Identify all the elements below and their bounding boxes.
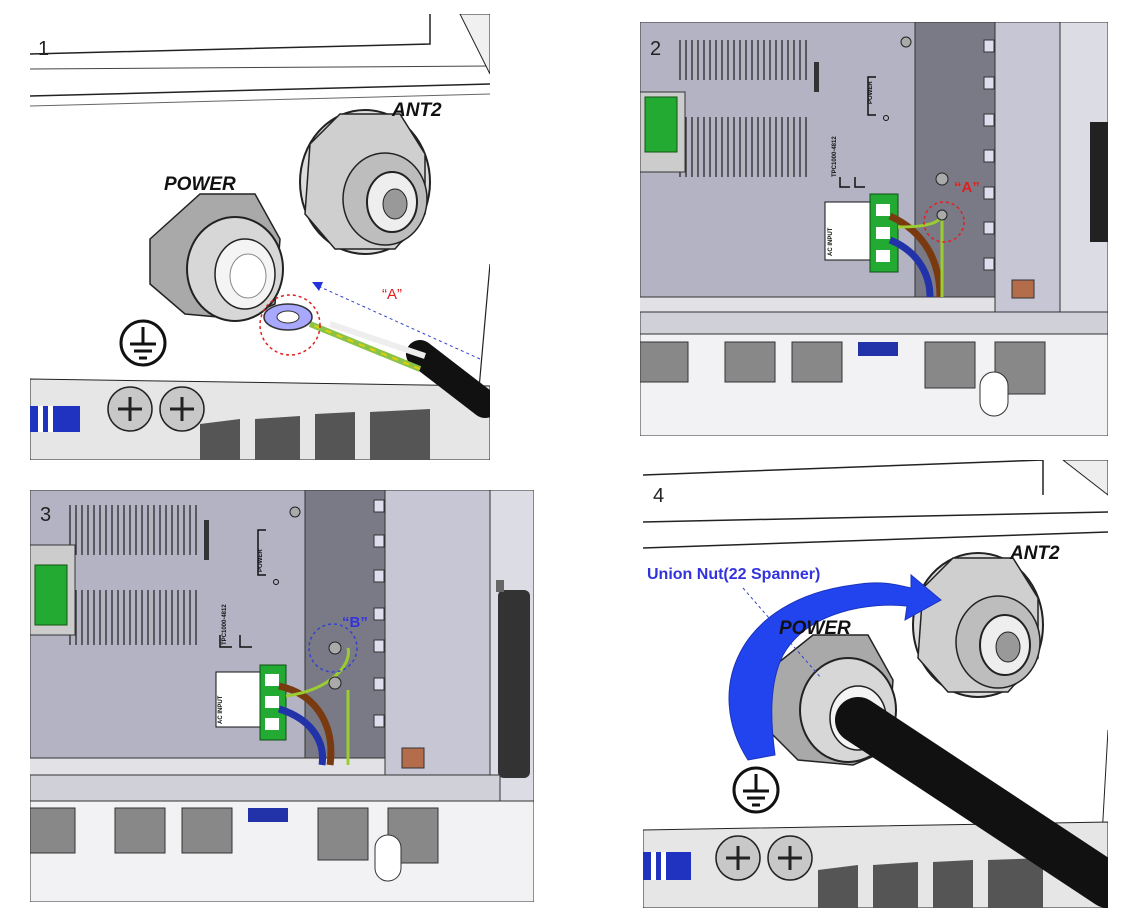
- step-1-panel: 1 ANT2 POWER “A”: [30, 14, 490, 460]
- curved-arrow-icon: [728, 573, 942, 761]
- step-1-illustration: [30, 14, 490, 460]
- step-number: 3: [40, 504, 52, 526]
- union-nut-label: Union Nut(22 Spanner): [647, 566, 821, 583]
- ac-input-text: AC INPUT: [218, 695, 224, 724]
- step-number: 1: [38, 38, 50, 60]
- cable-gland-icon: [149, 193, 284, 322]
- power-sticker-text: POWER: [868, 81, 874, 104]
- callout-b: “B”: [342, 614, 368, 631]
- ac-input-text: AC INPUT: [828, 227, 834, 256]
- model-text: TPC1000-4812: [222, 604, 228, 645]
- model-text: TPC1000-4812: [832, 136, 838, 177]
- ground-symbol-icon: [119, 319, 167, 367]
- step-2-illustration: [640, 22, 1108, 436]
- step-3-illustration: [30, 490, 534, 902]
- step-number: 4: [653, 485, 665, 507]
- ring-terminal-icon: [263, 303, 313, 331]
- ground-symbol-icon: [732, 766, 780, 814]
- antenna-connector-icon: [912, 552, 1044, 698]
- power-label: POWER: [779, 618, 851, 639]
- power-sticker-text: POWER: [258, 549, 264, 572]
- callout-a: “A”: [954, 179, 980, 196]
- antenna-connector-icon: [299, 109, 431, 255]
- ant2-label: ANT2: [1010, 543, 1060, 564]
- step-4-panel: 4 ANT2 POWER Union Nut(22 Spanner): [643, 460, 1108, 908]
- callout-a: “A”: [382, 286, 402, 303]
- step-2-panel: 2 POWER TPC1000-4812 AC INPUT “A”: [640, 22, 1108, 436]
- step-3-panel: 3 POWER TPC1000-4812 AC INPUT “B”: [30, 490, 534, 902]
- power-label: POWER: [164, 174, 236, 195]
- step-number: 2: [650, 38, 662, 60]
- step-4-illustration: [643, 460, 1108, 908]
- ant2-label: ANT2: [392, 100, 442, 121]
